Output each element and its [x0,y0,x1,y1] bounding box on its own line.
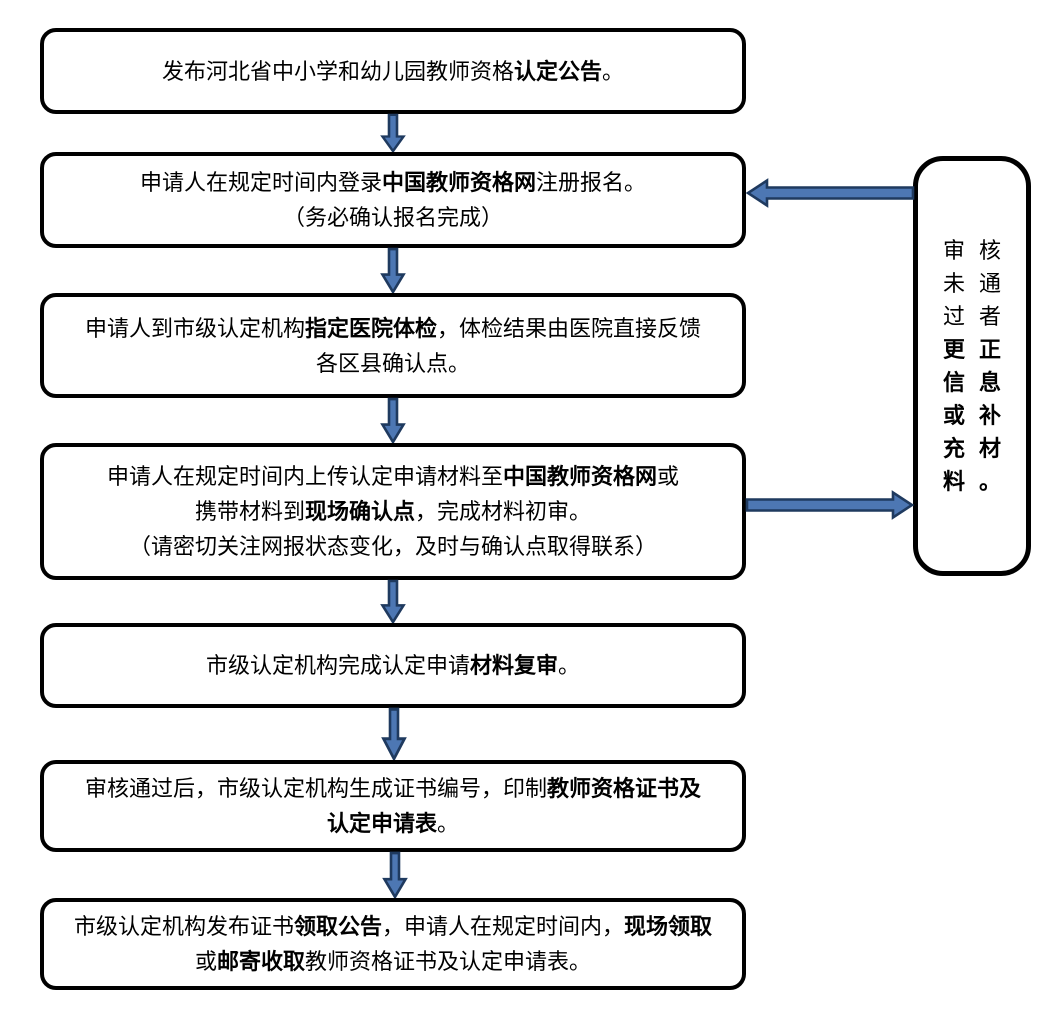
arrow-left-return-icon [745,178,915,208]
step-box-material-recheck: 市级认定机构完成认定申请材料复审。 [40,623,746,708]
step-box-announcement: 发布河北省中小学和幼儿园教师资格认定公告。 [40,28,746,114]
step-box-physical-exam: 申请人到市级认定机构指定医院体检，体检结果由医院直接反馈各区县确认点。 [40,293,746,398]
step-box-online-registration: 申请人在规定时间内登录中国教师资格网注册报名。（务必确认报名完成） [40,152,746,248]
arrow-down-2-icon [380,247,406,295]
side-box-review-failed: 审核未通过者更正信息或补充材料。 [913,156,1031,576]
arrow-down-4-icon [380,579,406,625]
step-text-announcement: 发布河北省中小学和幼儿园教师资格认定公告。 [161,58,625,84]
step-text-certificate-printing: 审核通过后，市级认定机构生成证书编号，印制教师资格证书及认定申请表。 [84,776,702,836]
arrow-down-3-icon [380,397,406,445]
step-box-submit-materials: 申请人在规定时间内上传认定申请材料至中国教师资格网或携带材料到现场确认点，完成材… [40,443,746,580]
step-text-certificate-collection: 市级认定机构发布证书领取公告，申请人在规定时间内，现场领取或邮寄收取教师资格证书… [73,914,713,974]
step-text-submit-materials: 申请人在规定时间内上传认定申请材料至中国教师资格网或携带材料到现场确认点，完成材… [106,464,680,559]
arrow-right-submit-icon [745,490,915,520]
arrow-down-1-icon [380,113,406,154]
side-text-review-failed: 审核未通过者更正信息或补充材料。 [942,238,1015,494]
step-text-physical-exam: 申请人到市级认定机构指定医院体检，体检结果由医院直接反馈各区县确认点。 [84,315,702,376]
step-box-certificate-printing: 审核通过后，市级认定机构生成证书编号，印制教师资格证书及认定申请表。 [40,760,746,852]
step-text-online-registration: 申请人在规定时间内登录中国教师资格网注册报名。（务必确认报名完成） [139,170,647,230]
arrow-down-5-icon [381,707,407,762]
step-box-certificate-collection: 市级认定机构发布证书领取公告，申请人在规定时间内，现场领取或邮寄收取教师资格证书… [40,898,746,990]
step-text-material-recheck: 市级认定机构完成认定申请材料复审。 [205,653,581,678]
arrow-down-6-icon [382,851,408,900]
